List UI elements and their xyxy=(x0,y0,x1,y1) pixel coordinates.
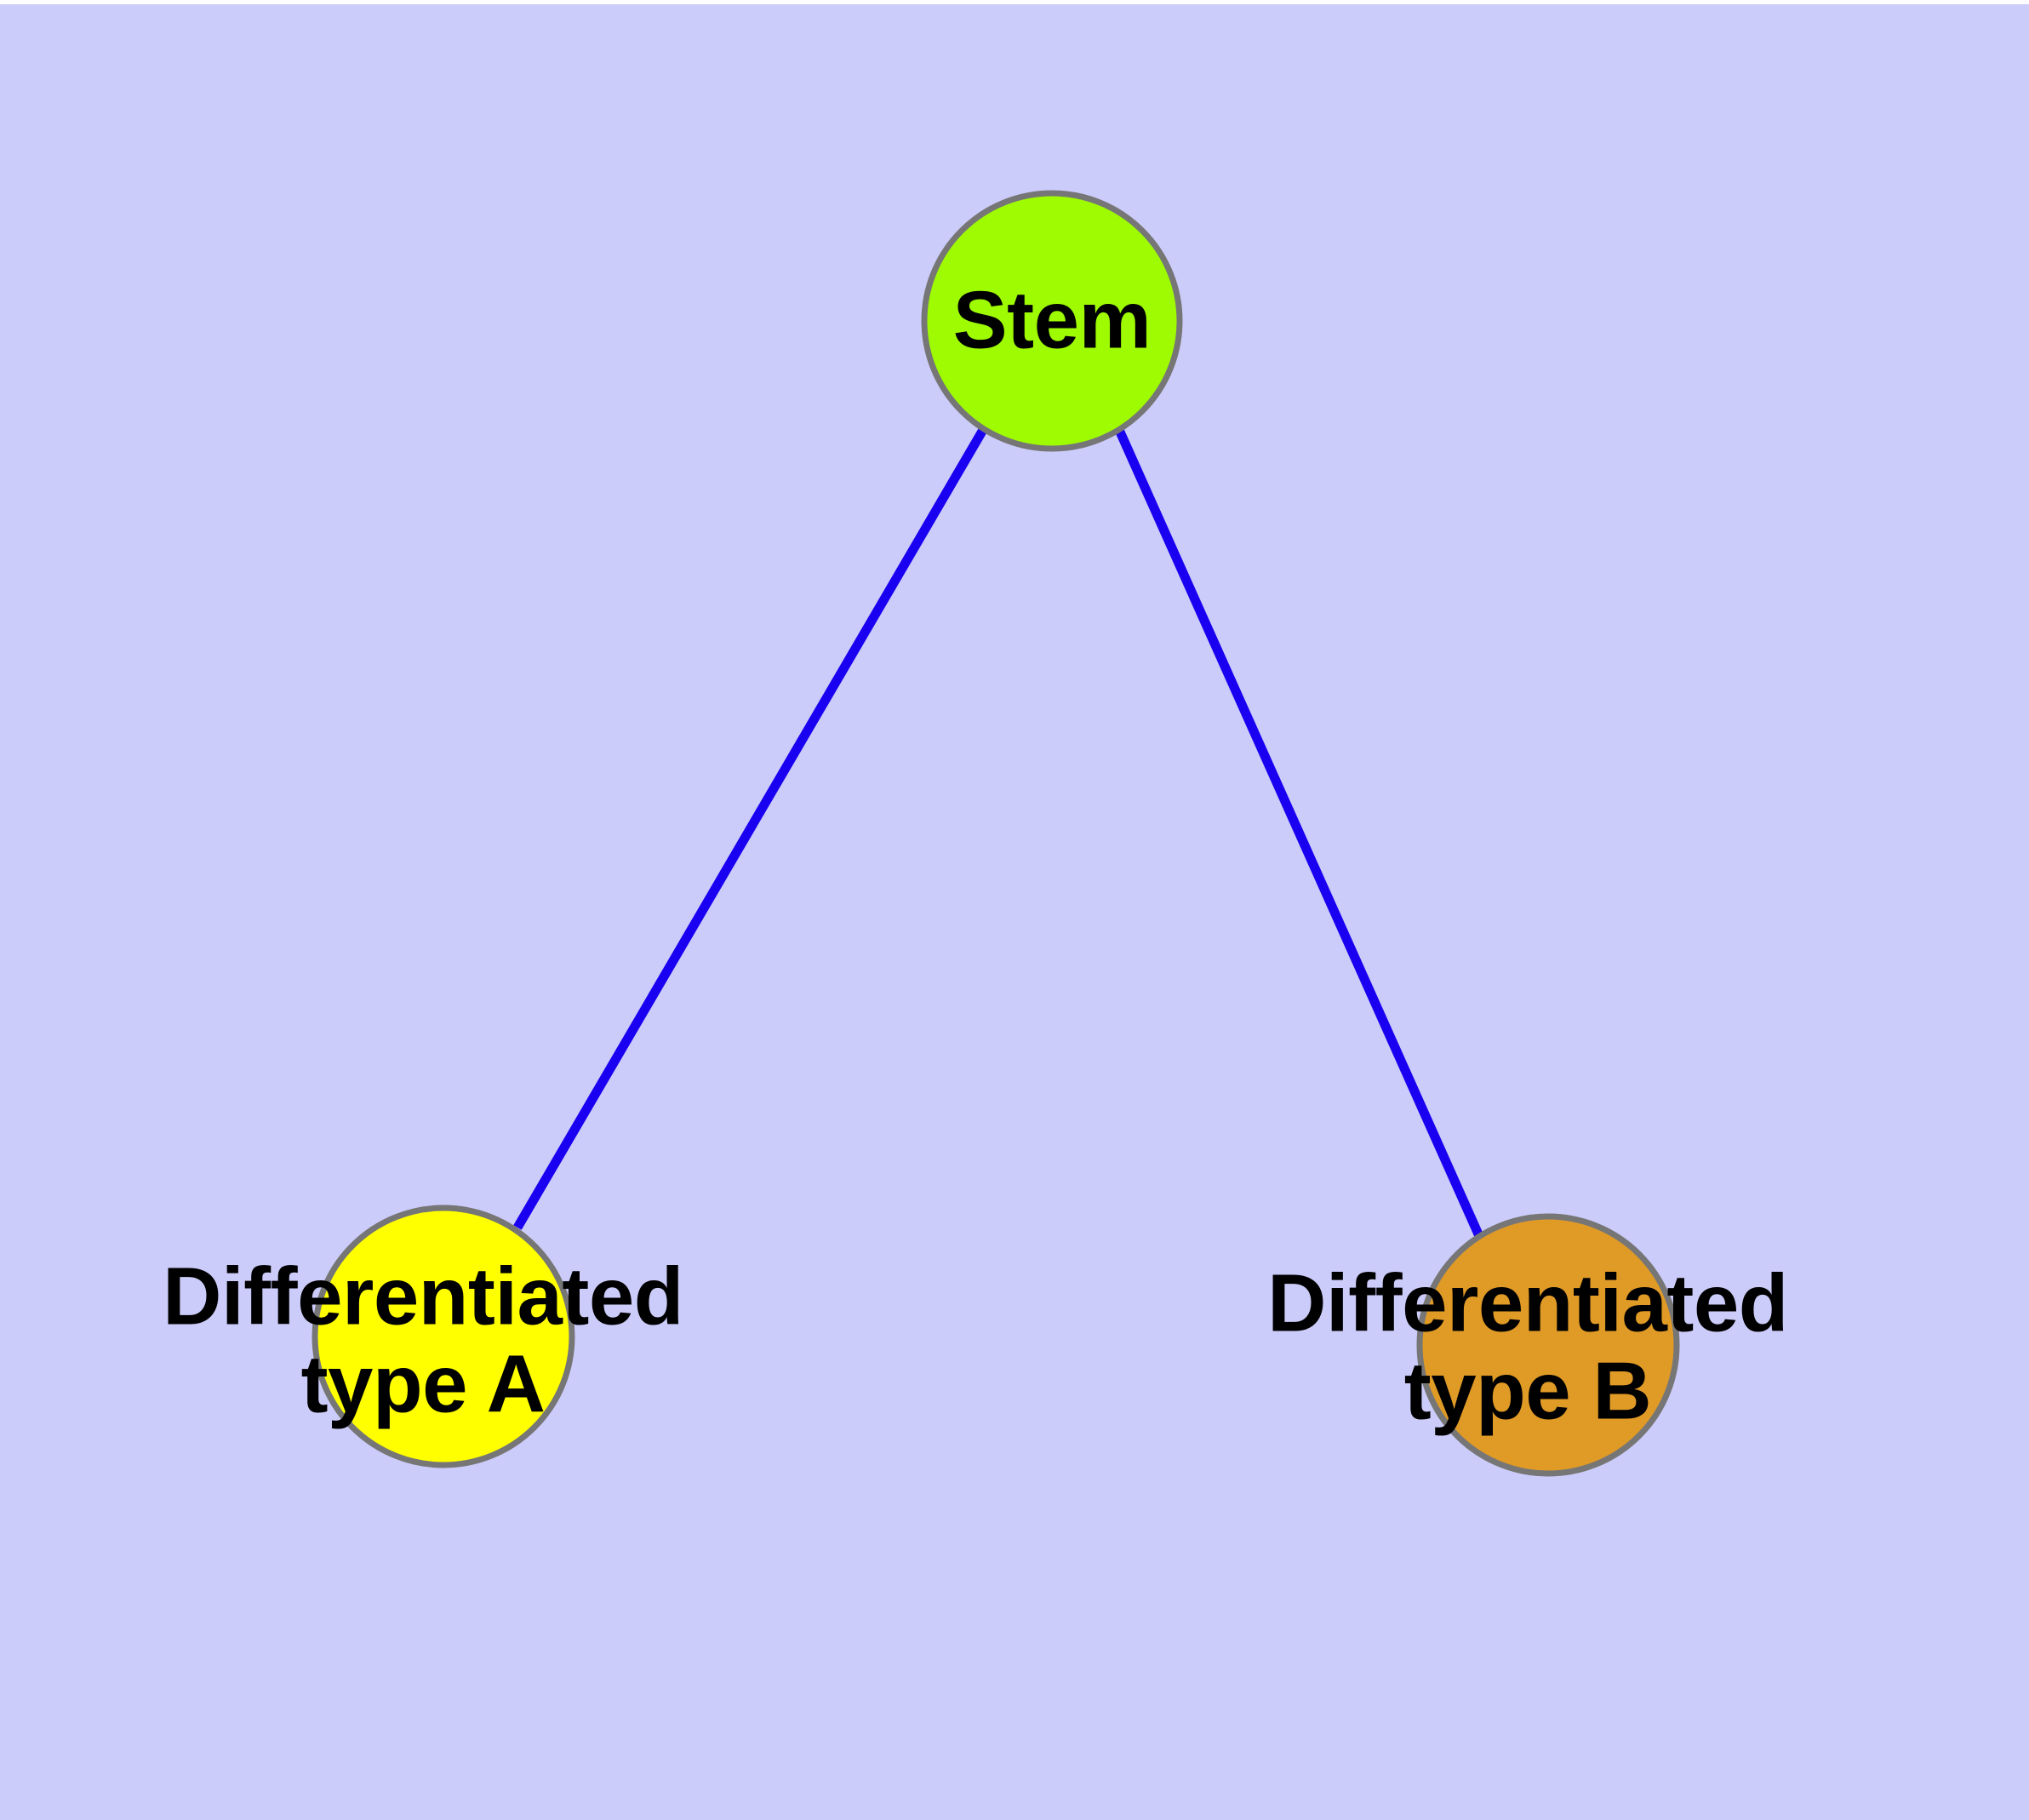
node-stem-circle[interactable] xyxy=(921,190,1183,452)
edge-layer xyxy=(513,427,1484,1239)
edge-stem-to-differentiated-b[interactable] xyxy=(1114,427,1484,1239)
edge-stem-to-differentiated-a[interactable] xyxy=(513,427,987,1230)
node-differentiated-type-b-circle[interactable] xyxy=(1416,1213,1680,1477)
node-layer xyxy=(311,190,1680,1477)
graph-svg xyxy=(311,190,1680,1477)
node-differentiated-type-a-circle[interactable] xyxy=(311,1205,575,1468)
